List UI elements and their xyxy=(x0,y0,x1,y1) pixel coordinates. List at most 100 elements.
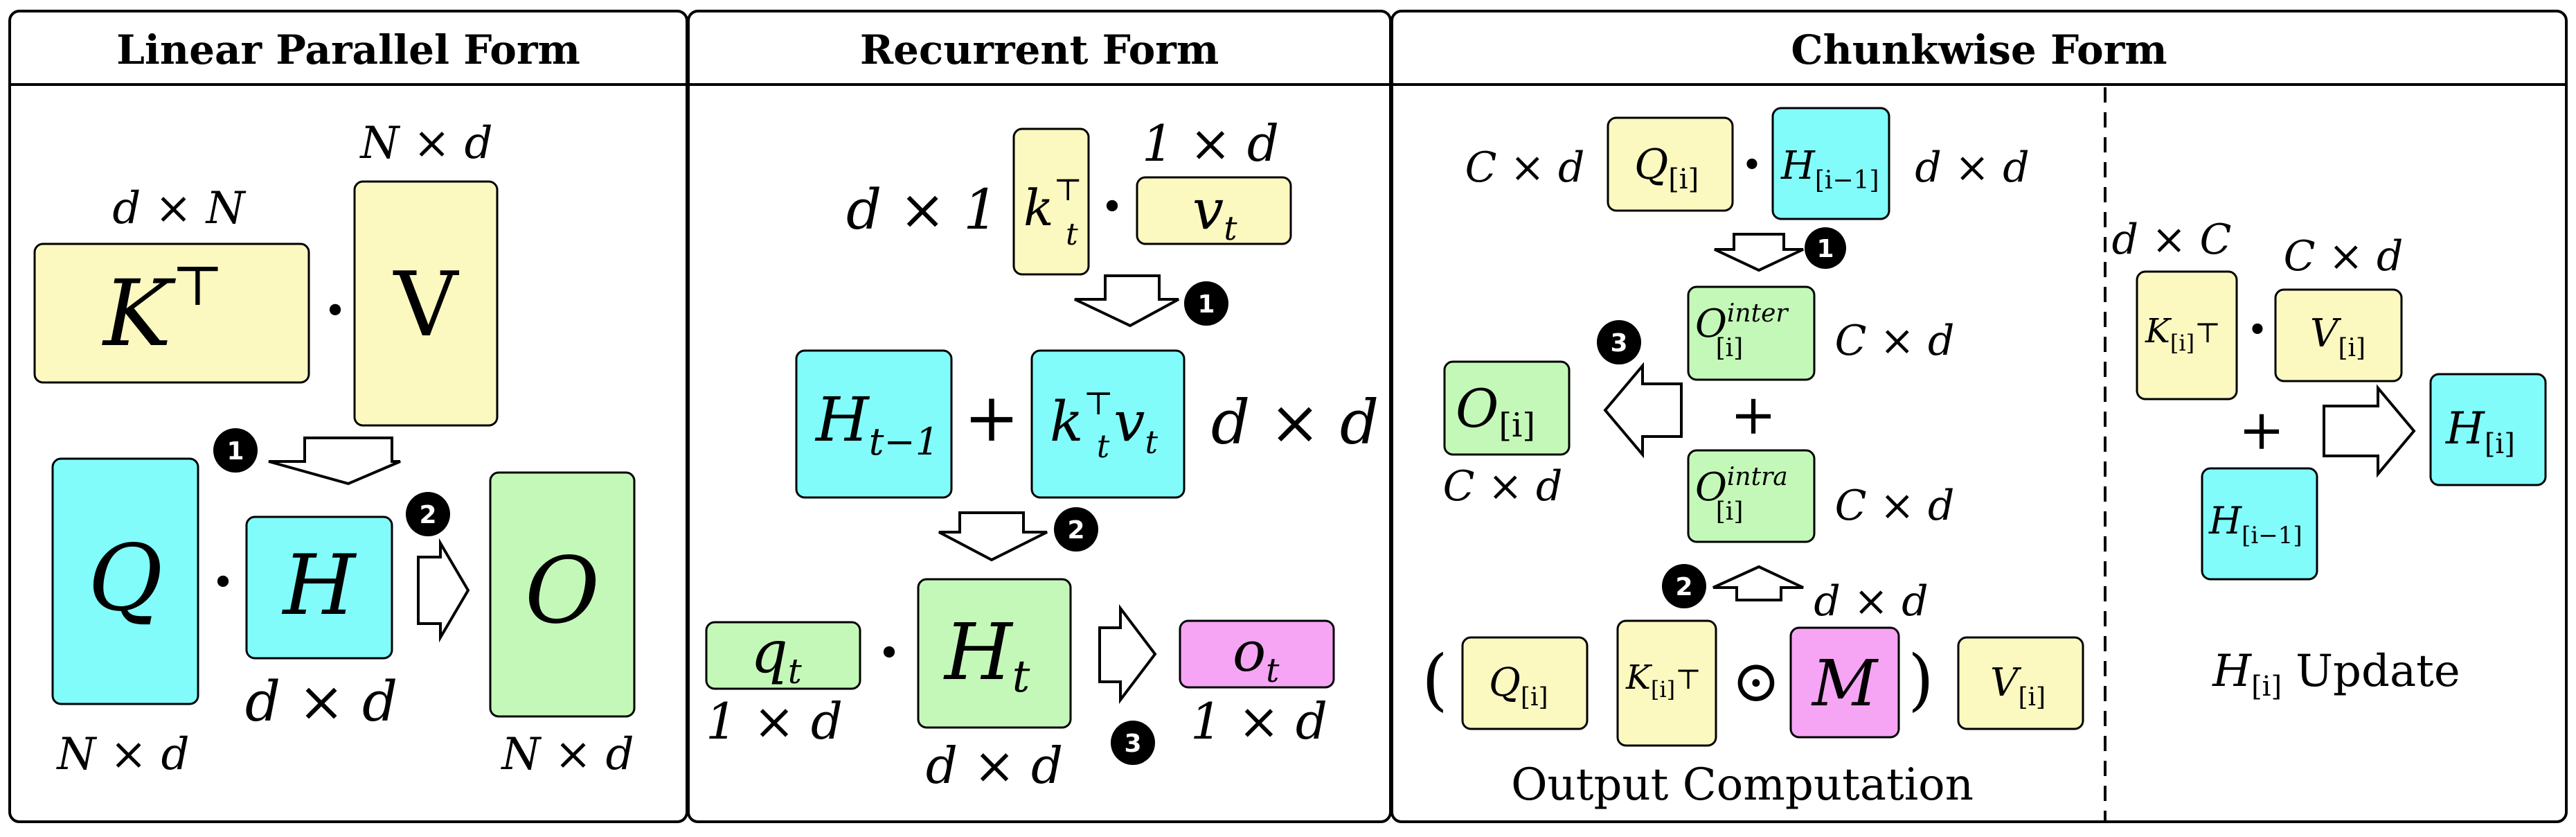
chunk-Q-label: Q[i] xyxy=(1634,141,1699,195)
chunk-V-box xyxy=(1957,636,2084,730)
recurrent-dot-2: • xyxy=(877,631,900,676)
chunk-M-box xyxy=(1789,626,1900,739)
panel-chunkwise-frame xyxy=(1390,10,2568,823)
chunk-Hprev-box xyxy=(1771,107,1890,220)
chunk-H-dim: d × d xyxy=(1915,143,2029,192)
chunk-odot: ⊙ xyxy=(1732,647,1780,715)
chunk-step-2-badge: 2 xyxy=(1662,564,1706,608)
upd-Hprev-box xyxy=(2201,467,2318,581)
chunk-output-caption: Output Computation xyxy=(1511,759,1974,811)
linear-K-box xyxy=(33,243,310,384)
linear-H-dim: d × d xyxy=(245,669,397,734)
recurrent-Hprev-box xyxy=(795,349,953,499)
chunk-O-box xyxy=(1443,360,1571,456)
chunk-Q-box xyxy=(1607,116,1734,212)
chunk-plus-output: + xyxy=(1730,382,1776,447)
chunk-Q-dim: C × d xyxy=(1465,143,1585,192)
linear-O-box xyxy=(489,471,636,718)
chunk-Hprev-label: H[i−1] xyxy=(1780,143,1879,195)
recurrent-step-3-badge: 3 xyxy=(1111,721,1155,765)
recurrent-step-2-badge: 2 xyxy=(1054,507,1098,552)
linear-V-dim: N × d xyxy=(359,118,492,169)
linear-step-2-badge: 2 xyxy=(406,492,450,536)
recurrent-right-arrow xyxy=(1098,604,1157,704)
panel-frames xyxy=(8,10,2568,823)
recurrent-Hprev-label: Ht−1 xyxy=(814,384,939,464)
recurrent-panel: d × 1 k⊤t • 1 × d vt 1 Ht−1 + k⊤tvt d × … xyxy=(705,114,1379,795)
recurrent-Ht-box xyxy=(917,578,1072,729)
chunk-lparen: ( xyxy=(1422,641,1447,719)
recurrent-v-label: vt xyxy=(1192,177,1237,248)
chunk-intra-box xyxy=(1687,449,1816,543)
recurrent-k-box xyxy=(1012,127,1090,276)
recurrent-down-arrow-1 xyxy=(1074,274,1179,328)
recurrent-q-label: qt xyxy=(751,618,803,691)
chunk-step-3-badge: 3 xyxy=(1597,320,1641,364)
recurrent-kv-dim: d × d xyxy=(1211,387,1379,458)
upd-V-box xyxy=(2274,288,2403,382)
linear-O-dim: N × d xyxy=(500,729,634,780)
recurrent-o-label: ot xyxy=(1233,619,1280,690)
chunk-V-label: V[i] xyxy=(1990,660,2046,712)
recurrent-Ht-dim: d × d xyxy=(926,737,1063,795)
chunk-left-arrow xyxy=(1603,362,1683,459)
svg-text:1: 1 xyxy=(1816,235,1834,263)
chunk-M-dim: d × d xyxy=(1814,577,1928,626)
recurrent-k-dim: d × 1 xyxy=(846,177,999,242)
linear-Q-dim: N × d xyxy=(55,729,189,780)
chunk-inter-box xyxy=(1687,285,1816,381)
chunk-M-label: M xyxy=(1811,646,1879,721)
linear-H-box xyxy=(245,516,393,660)
recurrent-kv-box xyxy=(1030,349,1186,499)
chunkwise-update: d × C K[i]⊤ • C × d V[i] + H[i−1] H[i] H… xyxy=(2112,215,2547,703)
linear-V-label: V xyxy=(393,254,460,357)
chunk-O-dim: C × d xyxy=(1443,462,1563,511)
recurrent-v-dim: 1 × d xyxy=(1142,114,1279,173)
linear-dot-1: • xyxy=(323,289,346,334)
upd-K-dim: d × C xyxy=(2112,215,2232,264)
linear-H-label: H xyxy=(282,538,357,634)
recurrent-o-box xyxy=(1179,619,1335,689)
upd-K-box xyxy=(2136,270,2238,400)
chunk-rparen: ) xyxy=(1908,641,1933,719)
chunk-down-arrow-1 xyxy=(1714,233,1804,272)
svg-text:2: 2 xyxy=(1675,573,1692,601)
chunk-K-label: K[i]⊤ xyxy=(1625,658,1701,703)
linear-panel: d × N K⊤ • N × d V 1 Q N × d • H d × d 2… xyxy=(33,118,636,780)
recurrent-k-label: k⊤t xyxy=(1023,173,1082,252)
recurrent-q-box xyxy=(705,621,861,690)
linear-O-label: O xyxy=(525,538,600,644)
upd-V-label: V[i] xyxy=(2310,311,2365,362)
linear-K-dim: d × N xyxy=(112,183,246,234)
svg-text:1: 1 xyxy=(1197,290,1215,319)
recurrent-kv-label: k⊤tvt xyxy=(1050,385,1158,465)
svg-text:1: 1 xyxy=(226,437,244,466)
upd-right-arrow xyxy=(2323,384,2416,478)
linear-dot-2: • xyxy=(211,561,234,606)
linear-Q-label: Q xyxy=(88,525,163,632)
chunk-up-arrow xyxy=(1712,565,1804,601)
chunk-intra-dim: C × d xyxy=(1835,482,1955,530)
recurrent-v-box xyxy=(1136,176,1292,245)
upd-K-label: K[i]⊤ xyxy=(2145,312,2221,356)
upd-dot: • xyxy=(2247,310,2269,351)
recurrent-down-arrow-2 xyxy=(938,511,1048,562)
linear-step-1-badge: 1 xyxy=(213,428,258,473)
upd-caption: H[i]Update xyxy=(2212,646,2460,703)
linear-K-label: K⊤ xyxy=(102,254,224,367)
recurrent-Ht-label: Ht xyxy=(943,608,1030,703)
svg-text:2: 2 xyxy=(419,501,436,529)
recurrent-dot-1: • xyxy=(1100,185,1123,230)
upd-H-label: H[i] xyxy=(2445,403,2515,460)
chunk-intra-label: Ointra[i] xyxy=(1695,463,1788,526)
recurrent-q-dim: 1 × d xyxy=(706,692,843,750)
chunk-step-1-badge: 1 xyxy=(1805,227,1846,269)
upd-Hprev-label: H[i−1] xyxy=(2208,499,2302,549)
chunk-Q2-label: Q[i] xyxy=(1489,660,1548,712)
upd-H-box xyxy=(2429,373,2547,486)
chunk-K-box xyxy=(1616,619,1717,747)
panel-title-chunkwise: Chunkwise Form xyxy=(1791,26,2167,73)
chunk-O-label: O[i] xyxy=(1456,378,1535,445)
chunk-inter-label: Ointer[i] xyxy=(1695,299,1789,362)
